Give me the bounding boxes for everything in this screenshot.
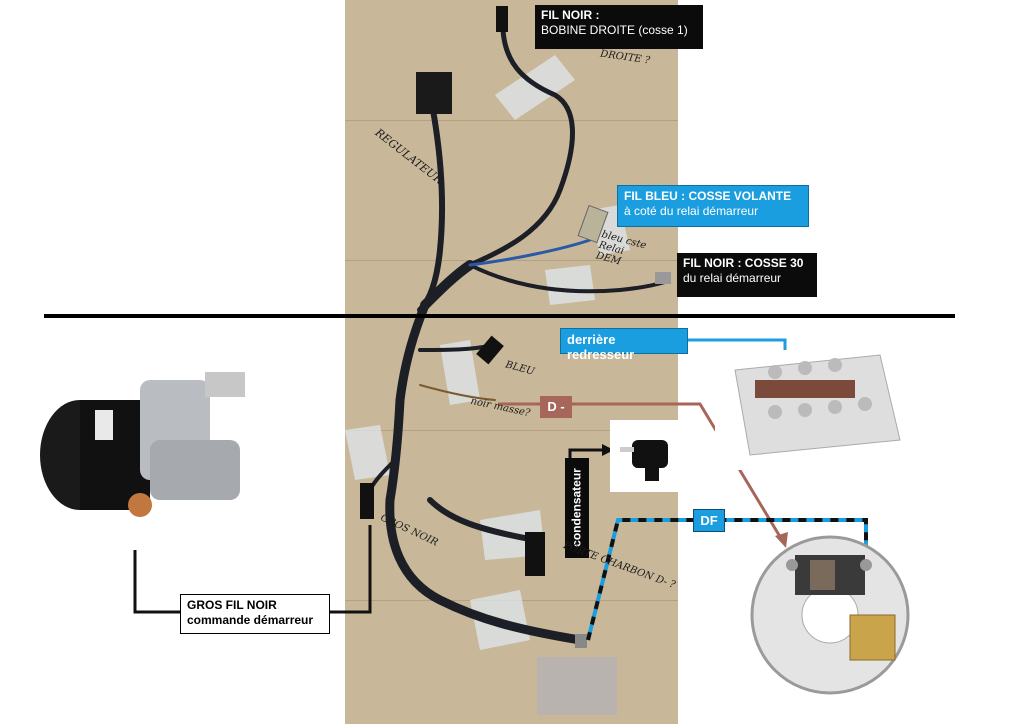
label-fil-noir-bobine-title: FIL NOIR : (541, 8, 600, 22)
label-fil-noir-30: FIL NOIR : COSSE 30 du relai démarreur (677, 253, 817, 297)
connector-porte-charbon (525, 532, 545, 576)
label-derriere-redresseur: derrière redresseur (560, 328, 688, 362)
label-gros-fil-noir-sub: commande démarreur (187, 613, 314, 627)
harness (368, 27, 667, 645)
label-fil-noir-bobine-sub: BOBINE DROITE (cosse 1) (541, 23, 688, 37)
label-condensateur: condensateur (565, 458, 589, 558)
condenser-photo (610, 420, 682, 492)
connector-gros-noir (360, 483, 374, 519)
connector-regulateur (416, 72, 452, 114)
label-fil-noir-30-title: FIL NOIR : COSSE 30 (683, 256, 804, 270)
label-fil-noir-30-sub: du relai démarreur (683, 271, 782, 285)
label-fil-noir-bobine: FIL NOIR : BOBINE DROITE (cosse 1) (535, 5, 703, 49)
connector-top (496, 6, 508, 32)
label-gros-fil-noir-title: GROS FIL NOIR (187, 598, 277, 612)
connector-blue (577, 204, 609, 244)
starter-motor-photo (30, 352, 260, 550)
rectifier-photo (715, 350, 915, 470)
terminal-30 (655, 272, 671, 284)
label-df: DF (693, 509, 725, 532)
label-fil-bleu-title: FIL BLEU : COSSE VOLANTE (624, 189, 792, 203)
label-gros-fil-noir: GROS FIL NOIR commande démarreur (180, 594, 330, 634)
label-fil-bleu-sub: à coté du relai démarreur (624, 204, 759, 218)
label-fil-bleu: FIL BLEU : COSSE VOLANTE à coté du relai… (617, 185, 809, 227)
alternator-plate-photo (750, 535, 910, 695)
terminal-bottom (575, 634, 587, 648)
label-d-minus: D - (540, 396, 572, 418)
redaction-patch (537, 657, 617, 715)
connector-bleu (476, 335, 504, 365)
